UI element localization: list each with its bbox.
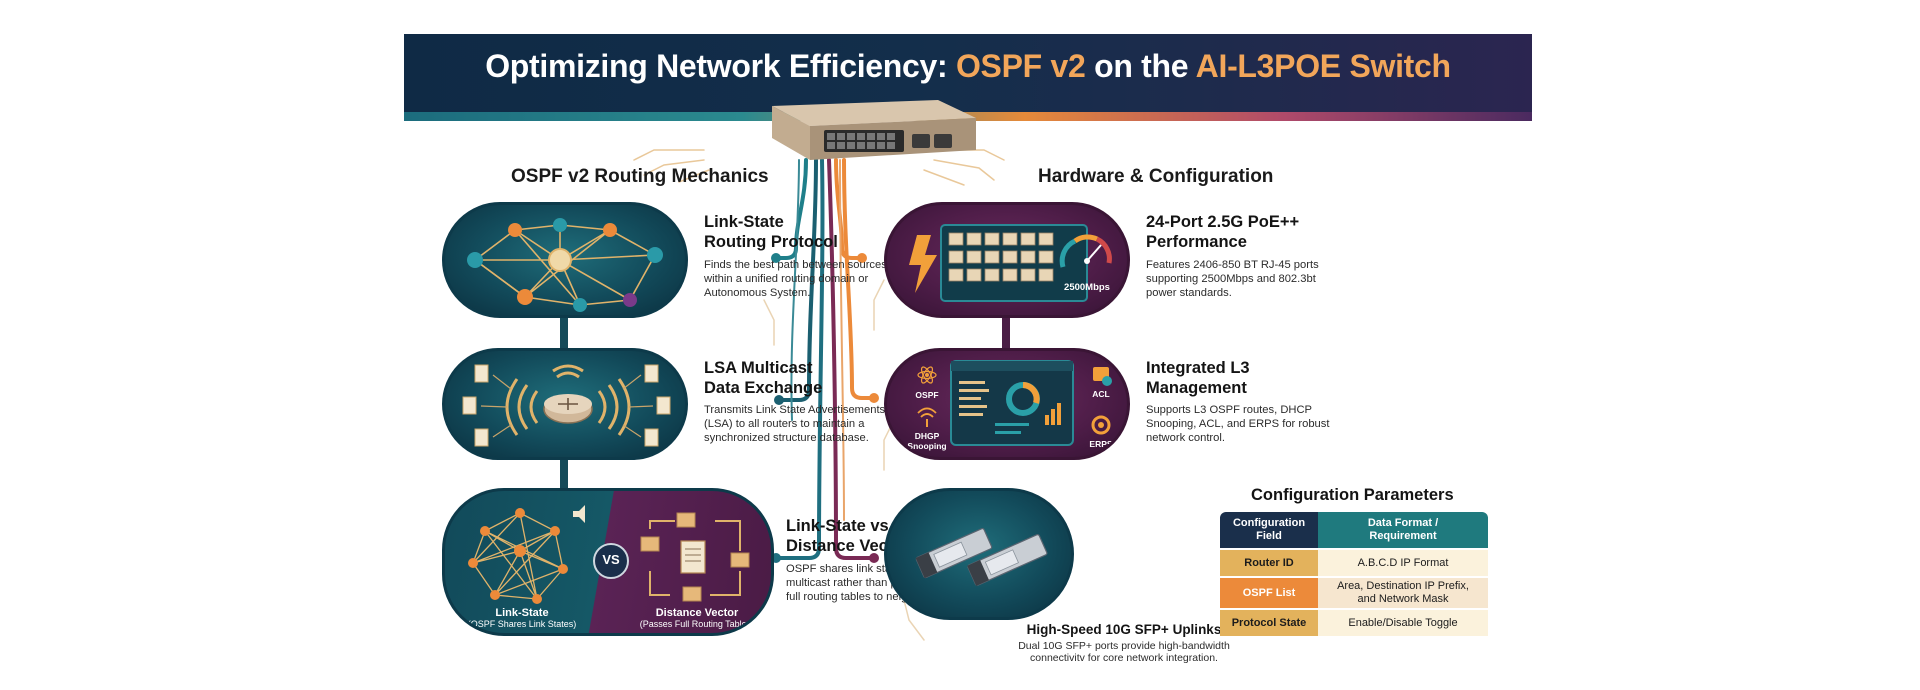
column-header-format: Data Format / Requirement	[1318, 512, 1488, 548]
card-desc-lsa: Transmits Link State Advertisements (LSA…	[704, 404, 886, 444]
card-title-link-state: Link-State Routing Protocol	[704, 213, 838, 251]
network-mesh-icon	[467, 218, 663, 312]
field-cell: Router ID	[1220, 548, 1318, 576]
header-banner: Optimizing Network Efficiency: OSPF v2 o…	[404, 34, 1532, 120]
gauge-speed-label: 2500Mbps	[1064, 282, 1110, 293]
table-row: OSPF List Area, Destination IP Prefix, a…	[1220, 576, 1488, 608]
field-cell: OSPF List	[1220, 576, 1318, 608]
card-desc-link-state: Finds the best path between sources with…	[704, 259, 887, 299]
value-cell: A.B.C.D IP Format	[1318, 548, 1488, 576]
poe-ports-icon	[909, 224, 1112, 302]
l3-management-graphic: OSPF DHGP Snooping ACL ERPS	[884, 348, 1130, 460]
distance-vector-caption: Distance Vector (Passes Full Routing Tab…	[639, 607, 755, 629]
card-title-lsa: LSA Multicast Data Exchange	[704, 359, 823, 397]
cable-diagram	[633, 100, 1005, 641]
value-cell: Area, Destination IP Prefix, and Network…	[1318, 576, 1488, 608]
poe-performance-graphic: 2500Mbps	[884, 202, 1130, 318]
connector-3	[1002, 318, 1010, 350]
lsa-multicast-graphic	[442, 348, 688, 460]
router-multicast-icon	[462, 364, 671, 447]
card-title-sfp: High-Speed 10G SFP+ Uplinks	[1026, 622, 1222, 637]
comparison-graphic: VS Link-State (OSPF Shares Link States) …	[442, 488, 774, 636]
dhcp-snooping-tag: DHGP Snooping	[907, 431, 947, 451]
link-state-caption: Link-State (OSPF Shares Link States)	[467, 607, 577, 629]
ospf-tag: OSPF	[915, 390, 939, 400]
field-cell: Protocol State	[1220, 608, 1318, 636]
section-title-left: OSPF v2 Routing Mechanics	[511, 166, 769, 187]
page-title: Optimizing Network Efficiency: OSPF v2 o…	[485, 48, 1451, 84]
switch-device-icon	[772, 100, 976, 160]
vs-badge: VS	[602, 552, 620, 567]
infographic: Optimizing Network Efficiency: OSPF v2 o…	[404, 0, 1532, 690]
dashboard-icon	[917, 360, 1112, 446]
card-desc-poe: Features 2406-850 BT RJ-45 ports support…	[1146, 259, 1319, 299]
table-header-row: Configuration Field Data Format / Requir…	[1220, 512, 1488, 548]
column-header-field: Configuration Field	[1220, 512, 1318, 548]
card-desc-sfp: Dual 10G SFP+ ports provide high-bandwid…	[1018, 640, 1230, 664]
card-title-comparison: Link-State vs. Distance Vector	[786, 517, 910, 555]
acl-tag: ACL	[1092, 389, 1110, 399]
link-state-graphic	[442, 202, 688, 318]
erps-tag: ERPS	[1089, 439, 1113, 449]
table-row: Protocol State Enable/Disable Toggle	[1220, 608, 1488, 636]
card-desc-l3: Supports L3 OSPF routes, DHCP Snooping, …	[1146, 404, 1330, 444]
card-title-poe: 24-Port 2.5G PoE++ Performance	[1146, 213, 1300, 251]
sfp-module-icon	[915, 528, 1048, 586]
connector-1	[560, 318, 568, 350]
section-title-right: Hardware & Configuration	[1038, 166, 1274, 187]
link-state-vs-distance-vector-icon	[468, 505, 750, 604]
config-params-title: Configuration Parameters	[1251, 486, 1454, 504]
card-title-l3: Integrated L3 Management	[1146, 359, 1250, 397]
connector-2	[560, 460, 568, 490]
config-params-table: Configuration Field Data Format / Requir…	[1220, 512, 1488, 636]
sfp-uplinks-graphic	[884, 488, 1074, 620]
table-row: Router ID A.B.C.D IP Format	[1220, 548, 1488, 576]
value-cell: Enable/Disable Toggle	[1318, 608, 1488, 636]
